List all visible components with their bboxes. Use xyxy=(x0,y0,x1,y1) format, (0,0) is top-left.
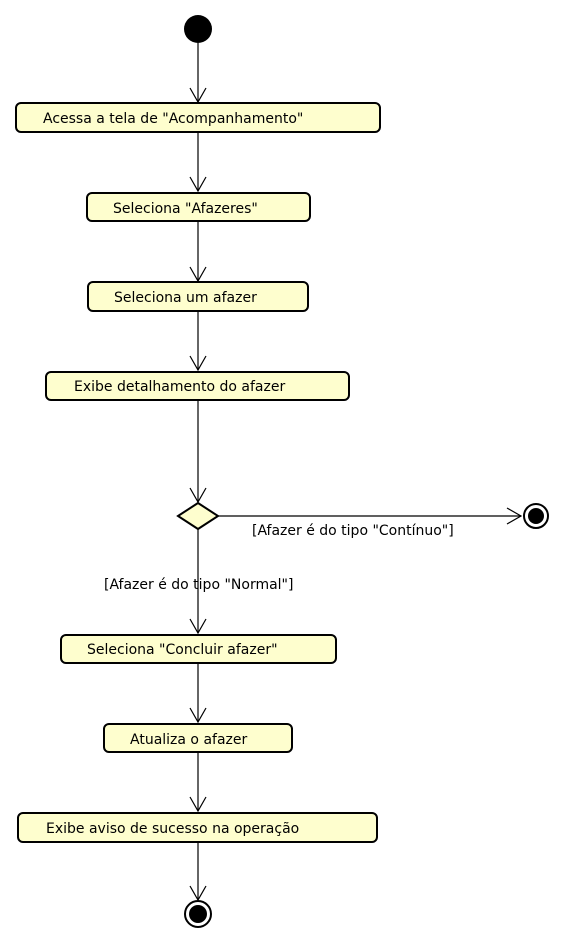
activity-label: Atualiza o afazer xyxy=(130,732,247,748)
arrowhead xyxy=(189,618,207,635)
arrowhead xyxy=(189,707,207,724)
activity-seleciona-concluir: Seleciona "Concluir afazer" xyxy=(60,634,337,664)
arrowhead xyxy=(506,507,523,525)
decision-node xyxy=(176,501,220,531)
activity-acessa-tela: Acessa a tela de "Acompanhamento" xyxy=(15,102,381,133)
arrowhead xyxy=(189,796,207,813)
end-node-bottom xyxy=(184,900,212,928)
activity-seleciona-afazeres: Seleciona "Afazeres" xyxy=(86,192,311,222)
activity-label: Seleciona um afazer xyxy=(114,290,257,306)
end-node-right xyxy=(523,503,549,529)
activity-label: Seleciona "Afazeres" xyxy=(113,201,258,217)
guard-continuo: [Afazer é do tipo "Contínuo"] xyxy=(252,523,454,539)
arrowhead xyxy=(189,355,207,372)
activity-seleciona-um-afazer: Seleciona um afazer xyxy=(87,281,309,312)
activity-label: Exibe detalhamento do afazer xyxy=(74,379,285,395)
activity-atualiza-afazer: Atualiza o afazer xyxy=(103,723,293,753)
guard-normal: [Afazer é do tipo "Normal"] xyxy=(104,577,293,593)
activity-exibe-aviso: Exibe aviso de sucesso na operação xyxy=(17,812,378,843)
activity-exibe-detalhamento: Exibe detalhamento do afazer xyxy=(45,371,350,401)
arrowhead xyxy=(189,176,207,193)
activity-label: Seleciona "Concluir afazer" xyxy=(87,642,278,658)
activity-label: Exibe aviso de sucesso na operação xyxy=(46,821,299,837)
start-node xyxy=(184,15,212,43)
activity-label: Acessa a tela de "Acompanhamento" xyxy=(43,111,303,127)
